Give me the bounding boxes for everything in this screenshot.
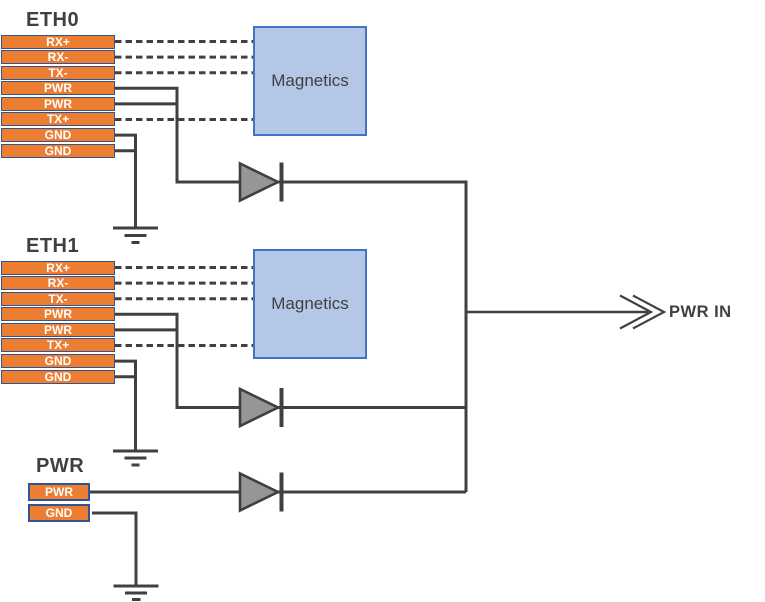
eth0-ground-wires	[115, 133, 137, 228]
eth0-ground-icon	[113, 226, 158, 244]
eth0-pin-tx-plus: TX+	[1, 112, 115, 127]
eth1-pin-gnd-b: GND	[1, 369, 115, 384]
pwr-in-label: PWR IN	[669, 303, 732, 321]
pwr-ground-wires	[92, 511, 138, 586]
pwr-pin-gnd: GND	[28, 504, 90, 522]
eth0-magnetics-block: Magnetics	[253, 26, 367, 136]
eth0-signal-wires-icon	[115, 40, 253, 121]
eth0-pin-gnd-a: GND	[1, 128, 115, 143]
eth0-diode-icon	[238, 161, 284, 203]
eth0-pin-pwr-a: PWR	[1, 81, 115, 96]
eth0-power-wires	[115, 86, 240, 184]
pwr-in-arrow-icon	[619, 294, 667, 330]
eth1-power-wires	[115, 312, 240, 409]
eth1-pin-block: RX+ RX- TX- PWR PWR TX+ GND GND	[1, 260, 115, 384]
eth1-pin-tx-minus: TX-	[1, 291, 115, 306]
eth0-pin-block: RX+ RX- TX- PWR PWR TX+ GND GND	[1, 34, 115, 158]
eth1-diode-icon	[238, 386, 284, 429]
eth1-pin-pwr-a: PWR	[1, 307, 115, 322]
eth0-pin-rx-minus: RX-	[1, 50, 115, 65]
eth1-magnetics-block: Magnetics	[253, 249, 367, 359]
eth0-pin-rx-plus: RX+	[1, 34, 115, 49]
eth0-pin-gnd-b: GND	[1, 143, 115, 158]
eth0-magnetics-label: Magnetics	[271, 71, 349, 90]
eth1-pin-tx-plus: TX+	[1, 338, 115, 353]
eth1-ground-icon	[113, 449, 158, 467]
eth1-pin-pwr-b: PWR	[1, 322, 115, 337]
eth1-ground-wires	[115, 359, 137, 451]
eth1-pin-rx-minus: RX-	[1, 276, 115, 291]
eth0-label: ETH0	[26, 9, 80, 31]
power-bus-wire	[240, 180, 468, 492]
eth0-pin-tx-minus: TX-	[1, 65, 115, 80]
eth1-pin-rx-plus: RX+	[1, 260, 115, 275]
pwr-ground-icon	[113, 584, 159, 601]
pwr-label: PWR	[36, 455, 85, 477]
pwr-pin-pwr: PWR	[28, 483, 90, 501]
eth0-pin-pwr-b: PWR	[1, 96, 115, 111]
pwr-pin-block: PWR GND	[28, 483, 90, 522]
eth1-pin-gnd-a: GND	[1, 354, 115, 369]
eth1-label: ETH1	[26, 235, 80, 257]
pwr-diode-icon	[238, 471, 284, 513]
eth1-signal-wires-icon	[115, 266, 253, 347]
eth1-magnetics-label: Magnetics	[271, 294, 349, 313]
